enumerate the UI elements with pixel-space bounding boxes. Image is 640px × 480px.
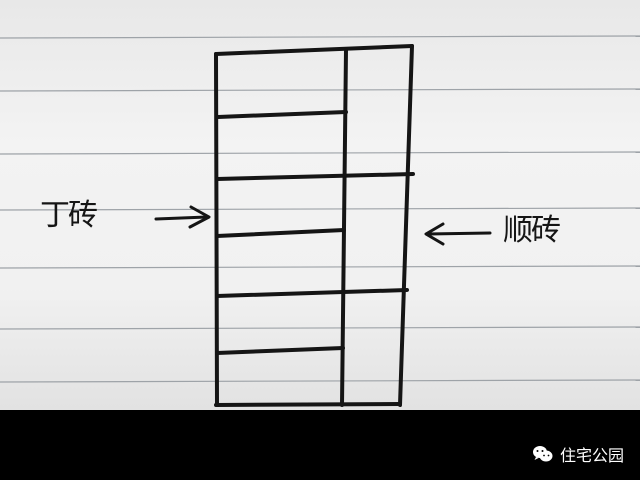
course-line [215, 288, 409, 298]
wall-left-edge [214, 52, 219, 407]
ruled-line [0, 326, 640, 330]
header-brick-line [215, 346, 345, 355]
ruled-line [0, 88, 640, 92]
ruled-line [0, 207, 640, 211]
ruled-line [0, 379, 640, 383]
watermark-text: 住宅公园 [559, 446, 624, 465]
right-arrow [154, 215, 209, 221]
lined-paper: 丁砖 顺砖 [0, 0, 640, 410]
ruled-lines [0, 35, 640, 383]
ruled-line [0, 265, 640, 269]
brick-wall-sketch [0, 35, 640, 407]
watermark: 住宅公园 [532, 442, 624, 466]
stretcher-brick-label: 顺砖 [503, 213, 561, 248]
ruled-line [0, 35, 640, 39]
right-arrow-head [188, 205, 211, 229]
header-brick-line [216, 110, 348, 119]
wechat-icon [532, 446, 553, 462]
ruled-line [0, 151, 640, 155]
wall-bottom-edge [214, 402, 402, 407]
header-brick-label: 丁砖 [40, 198, 98, 233]
course-line [215, 172, 415, 181]
wall-top-edge [214, 44, 414, 56]
black-footer-band [0, 410, 640, 480]
annotation-arrows [154, 205, 492, 246]
inner-vertical-divider [340, 48, 348, 407]
wall-right-edge [398, 44, 414, 407]
brick-grid [214, 44, 415, 407]
left-arrow-head [424, 222, 445, 246]
left-arrow [426, 231, 492, 236]
header-brick-line [215, 228, 346, 238]
